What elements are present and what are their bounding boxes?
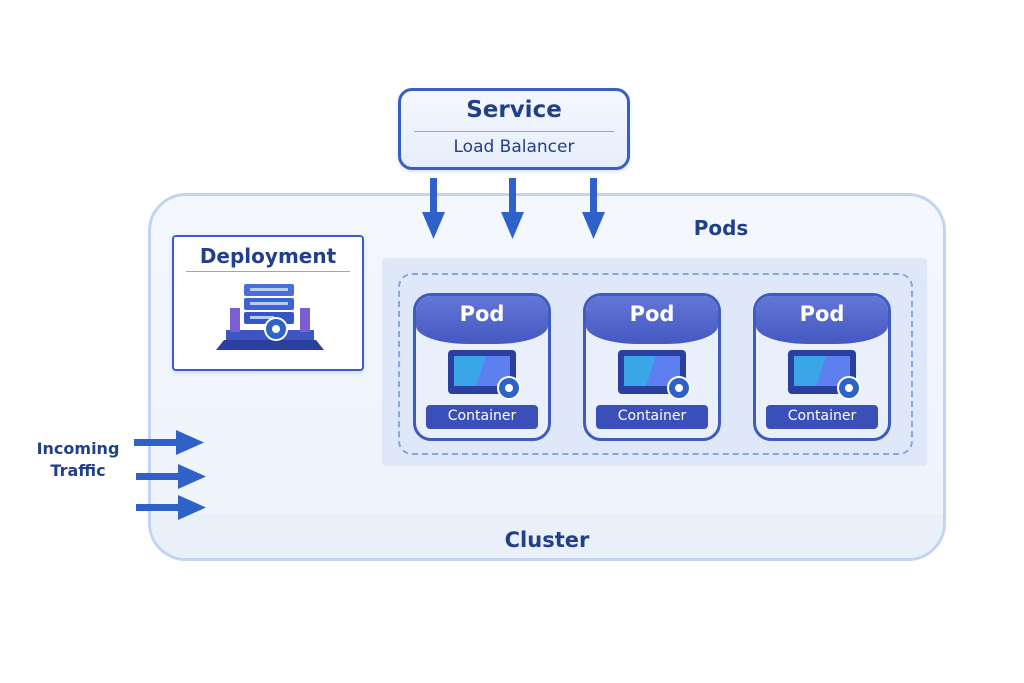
pod-header xyxy=(586,296,718,344)
deployment-divider xyxy=(186,271,350,272)
server-stack-icon xyxy=(216,284,324,350)
gear-icon xyxy=(667,376,691,400)
pod-card: Pod Container xyxy=(753,293,891,441)
pods-title: Pods xyxy=(693,216,749,240)
service-subtitle: Load Balancer xyxy=(453,137,575,157)
pods-group-outline xyxy=(398,273,913,455)
pod-label: Pod xyxy=(459,302,505,326)
pod-header xyxy=(756,296,888,344)
arrow-right-icon xyxy=(136,464,206,489)
service-arrows xyxy=(422,178,605,239)
pod-label: Pod xyxy=(799,302,845,326)
arrow-down-icon xyxy=(422,178,445,239)
service-box xyxy=(398,88,630,170)
pod-header xyxy=(416,296,548,344)
cluster-label: Cluster xyxy=(504,528,590,552)
arrow-down-icon xyxy=(582,178,605,239)
monitor-icon xyxy=(618,350,691,400)
service-divider xyxy=(414,131,614,132)
service-title: Service xyxy=(466,97,562,123)
deployment-title: Deployment xyxy=(199,244,337,268)
gear-icon xyxy=(264,317,288,341)
incoming-line-2: Traffic xyxy=(50,461,106,480)
gear-icon xyxy=(497,376,521,400)
incoming-traffic-label: Incoming Traffic xyxy=(18,438,138,482)
incoming-arrows xyxy=(134,430,206,520)
container-base xyxy=(426,405,538,429)
incoming-line-1: Incoming xyxy=(36,439,120,458)
container-label: Container xyxy=(447,408,517,424)
arrow-right-icon xyxy=(134,430,204,455)
container-label: Container xyxy=(787,408,857,424)
pod-label: Pod xyxy=(629,302,675,326)
pod-card: Pod Container xyxy=(583,293,721,441)
container-base xyxy=(596,405,708,429)
pod-card: Pod Container xyxy=(413,293,551,441)
arrow-down-icon xyxy=(501,178,524,239)
container-label: Container xyxy=(617,408,687,424)
monitor-icon xyxy=(788,350,861,400)
monitor-icon xyxy=(448,350,521,400)
cluster-footer-band xyxy=(151,514,943,558)
arrow-right-icon xyxy=(136,495,206,520)
container-base xyxy=(766,405,878,429)
gear-icon xyxy=(837,376,861,400)
